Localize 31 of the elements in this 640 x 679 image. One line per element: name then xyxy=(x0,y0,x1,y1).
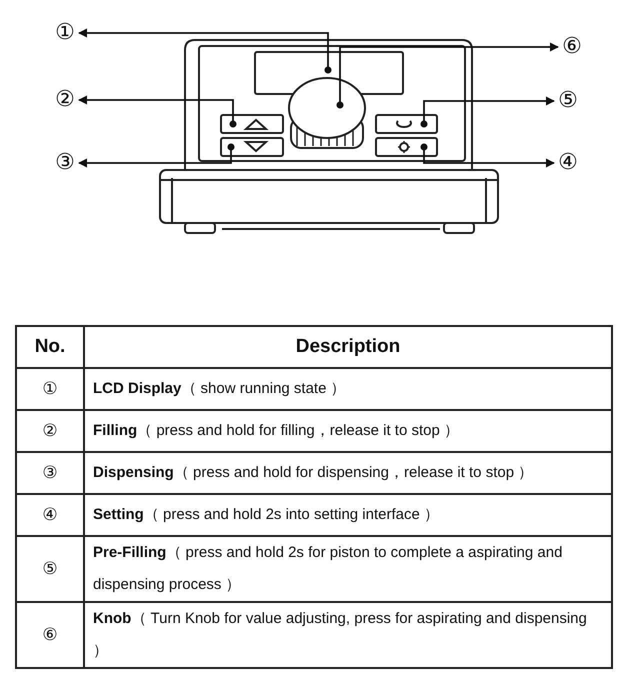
circular-arrow-button xyxy=(375,114,438,134)
gear-button xyxy=(375,137,438,157)
callout-number: ① xyxy=(52,20,78,46)
number-cell: ④ xyxy=(16,494,84,536)
number-cell: ⑤ xyxy=(16,536,84,602)
description-header: Description xyxy=(84,326,612,368)
leader-line xyxy=(78,144,234,168)
description-cell: Setting（ press and hold 2s into setting interface ） xyxy=(84,494,612,536)
leader-line xyxy=(336,42,559,108)
leader-line xyxy=(420,96,555,128)
leader-line xyxy=(420,144,555,168)
leader-line xyxy=(78,96,236,128)
up-button xyxy=(220,114,284,134)
number-cell: ① xyxy=(16,368,84,410)
callout-number: ⑥ xyxy=(559,34,585,60)
description-cell: LCD Display（ show running state ） xyxy=(84,368,612,410)
description-cell: Filling（ press and hold for filling，release it to stop ） xyxy=(84,410,612,452)
callout-number: ⑤ xyxy=(555,88,581,114)
knob xyxy=(288,77,366,149)
callout-number: ③ xyxy=(52,150,78,176)
number-cell: ⑥ xyxy=(16,602,84,668)
description-cell: Knob（ Turn Knob for value adjusting, press for aspirating and dispensing ） xyxy=(84,602,612,668)
callout-number: ④ xyxy=(555,150,581,176)
leader-line xyxy=(78,28,332,74)
description-cell: Pre-Filling（ press and hold 2s for piston to complete a aspirating and dispensing process ） xyxy=(84,536,612,602)
number-cell: ② xyxy=(16,410,84,452)
callout-number: ② xyxy=(52,87,78,113)
number-cell: ③ xyxy=(16,452,84,494)
number-header: No. xyxy=(16,326,84,368)
down-button xyxy=(220,137,284,157)
description-cell: Dispensing（ press and hold for dispensing，release it to stop ） xyxy=(84,452,612,494)
